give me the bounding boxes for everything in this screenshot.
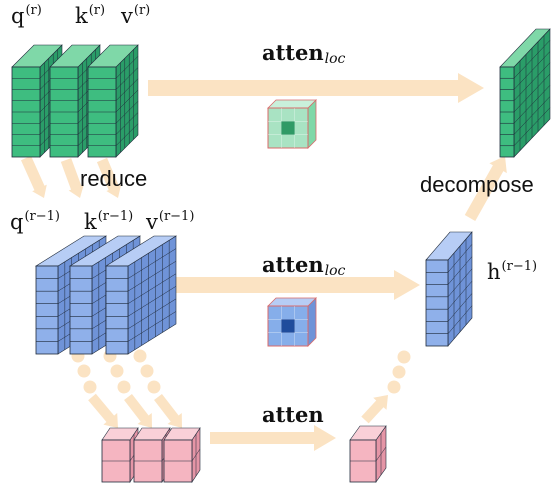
- local-attention-window-icon: [267, 99, 317, 149]
- slab-grid-line: [115, 56, 139, 79]
- label-q-mid: q(r−1): [10, 209, 60, 234]
- label-k-mid: k(r−1): [84, 209, 134, 234]
- label-h-mid: h(r−1): [487, 259, 538, 284]
- ellipsis-dot: [392, 365, 406, 379]
- arrow-shape: [124, 393, 152, 428]
- arrow-shape: [361, 394, 389, 424]
- ellipsis-dot: [133, 349, 147, 363]
- slab-grid-line: [513, 51, 551, 90]
- slab-grid-line: [513, 85, 551, 124]
- slab-grid-line: [127, 298, 177, 330]
- arrow-reduce-k: [60, 158, 84, 199]
- label-v-top: v(r): [121, 3, 151, 28]
- arrow-shape: [148, 73, 484, 103]
- slab-grid-line: [513, 107, 551, 146]
- arrow-to-bottom-k: [124, 393, 152, 428]
- local-attention-window-icon: [267, 297, 317, 347]
- arrow-shape: [96, 157, 122, 198]
- arrow-atten-loc-mid: [156, 270, 420, 300]
- window-top-face: [267, 99, 317, 109]
- arrow-shape: [156, 270, 420, 300]
- window-center-cell: [281, 121, 295, 135]
- slab-grid-line: [375, 446, 387, 462]
- label-atten-loc-top: attenloc: [262, 40, 346, 67]
- slab-front-face: [69, 265, 93, 355]
- slab-grid-line: [513, 40, 551, 79]
- arrow-atten-loc-top: [148, 73, 484, 103]
- slab-front-face: [425, 259, 449, 347]
- slab-grid-line: [447, 305, 473, 334]
- arrow-to-bottom-q: [88, 393, 119, 429]
- label-decompose: decompose: [420, 172, 534, 197]
- slab-grid-line: [191, 448, 201, 462]
- slab-grid-line: [127, 260, 177, 292]
- slab-grid-line: [513, 62, 551, 101]
- label-reduce: reduce: [80, 166, 148, 191]
- arrow-shape: [88, 393, 119, 429]
- label-v-mid: v(r−1): [146, 209, 195, 234]
- arrow-shape: [60, 158, 84, 199]
- ellipsis-dot: [77, 364, 91, 378]
- q-coarse-slab: [101, 427, 139, 483]
- arrow-atten-bottom: [210, 425, 336, 451]
- output-coarse-slab: [349, 425, 387, 483]
- ellipsis-dot: [140, 364, 154, 378]
- slab-grid-line: [127, 311, 177, 342]
- ellipsis-dot: [83, 380, 97, 394]
- arrow-shape: [154, 393, 182, 428]
- slab-grid-line: [447, 280, 473, 310]
- arrow-reduce-v: [96, 157, 122, 198]
- slab-grid-line: [447, 244, 473, 273]
- arrow-to-bottom-v: [154, 393, 182, 428]
- slab-grid-line: [115, 101, 139, 124]
- ellipsis-dot: [397, 350, 411, 364]
- arrow-up-to-h: [361, 394, 389, 424]
- slab-grid-line: [127, 273, 177, 304]
- arrow-shape: [20, 155, 47, 199]
- window-center-cell: [281, 319, 295, 333]
- label-q-top: q(r): [11, 3, 42, 28]
- slab-grid-line: [115, 78, 139, 101]
- slab-grid-line: [115, 67, 139, 90]
- label-atten-loc-mid: attenloc: [262, 252, 346, 279]
- slab-front-face: [105, 265, 129, 355]
- window-top-face: [267, 297, 317, 307]
- slab-grid-line: [447, 293, 473, 322]
- ellipsis-dot: [387, 380, 401, 394]
- h-r-1-slab: [425, 231, 473, 347]
- slab-grid-line: [513, 96, 551, 135]
- slab-grid-line: [127, 248, 177, 279]
- slab-grid-line: [115, 89, 139, 113]
- label-k-top: k(r): [75, 3, 106, 28]
- slab-grid-line: [447, 268, 473, 298]
- v-r-slab: [87, 44, 139, 158]
- ellipsis-dot: [117, 380, 131, 394]
- slab-front-face: [35, 265, 59, 355]
- v-r-1-slab: [104, 235, 178, 355]
- slab-grid-line: [447, 256, 473, 285]
- ellipsis-dot: [147, 380, 161, 394]
- slab-grid-line: [115, 112, 139, 135]
- arrow-shape: [464, 156, 507, 221]
- arrow-reduce-q: [20, 155, 47, 199]
- v-coarse-slab: [163, 427, 201, 483]
- ellipsis-dot: [110, 364, 124, 378]
- slab-grid-line: [115, 123, 139, 146]
- slab-grid-line: [127, 286, 177, 317]
- arrow-shape: [210, 425, 336, 451]
- label-atten-bottom: atten: [262, 402, 324, 427]
- arrow-decompose: [464, 156, 507, 221]
- slab-grid-line: [513, 73, 551, 113]
- output-r-slab: [499, 28, 551, 158]
